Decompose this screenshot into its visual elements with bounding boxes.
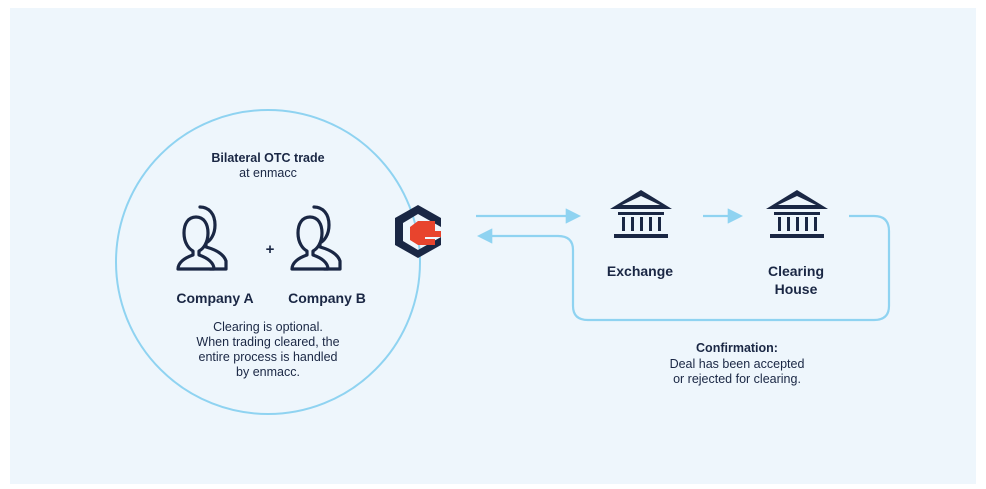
arrow-left [476, 214, 891, 322]
bank-building-icon [766, 190, 828, 238]
enmacc-scope-circle [115, 109, 421, 415]
clearing-house-label: Clearing House [767, 263, 824, 297]
trade-title: Bilateral OTC trade [211, 151, 325, 165]
users-icon [176, 205, 228, 271]
exchange-label: Exchange [606, 263, 674, 279]
plus-sign: + [265, 241, 275, 258]
clearing-note: Clearing is optional. When trading clear… [196, 320, 340, 379]
confirmation-title: Confirmation: [696, 341, 778, 355]
trade-subtitle: at enmacc [239, 166, 297, 180]
company-b-label: Company B [288, 290, 366, 306]
confirmation-text: Deal has been accepted or rejected for c… [669, 357, 805, 386]
enmacc-logo-icon [395, 205, 441, 258]
users-icon [290, 205, 342, 271]
diagram-panel [10, 8, 976, 484]
company-a-label: Company A [176, 290, 254, 306]
bank-building-icon [610, 190, 672, 238]
